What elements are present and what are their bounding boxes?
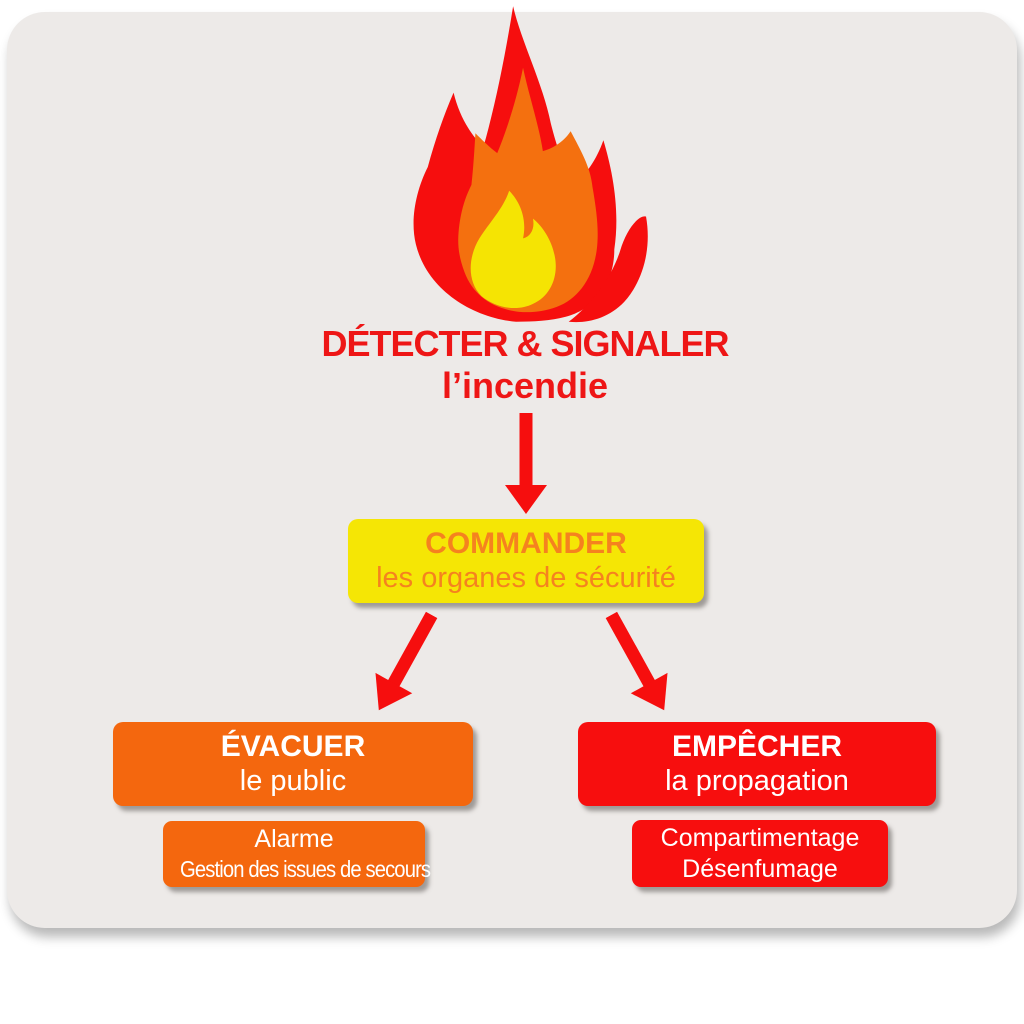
commander-box-title: COMMANDER [425, 527, 627, 561]
arrow-down-left-icon [375, 611, 438, 711]
fire-core-flame [470, 190, 556, 309]
arrow-down-icon [505, 413, 547, 514]
empecher-sub-box: Compartimentage Désenfumage [632, 820, 888, 887]
empecher-box-subtitle: la propagation [665, 765, 849, 798]
empecher-box-title: EMPÊCHER [671, 730, 843, 764]
empecher-box: EMPÊCHER la propagation [578, 722, 936, 806]
commander-box-subtitle: les organes de sécurité [376, 562, 676, 595]
evacuer-sub-line1: Alarme [254, 825, 334, 854]
evacuer-box-title: ÉVACUER [220, 730, 366, 764]
detect-title-line2: l’incendie [441, 365, 609, 406]
detect-title-line1: DÉTECTER & SIGNALER [321, 323, 729, 364]
fire-right-spark [568, 216, 648, 323]
evacuer-sub-box: Alarme Gestion des issues de secours [163, 821, 431, 887]
detect-title: DÉTECTER & SIGNALER l’incendie [212, 326, 838, 404]
evacuer-box-subtitle: le public [239, 765, 347, 798]
commander-box: COMMANDER les organes de sécurité [348, 519, 704, 603]
empecher-sub-line1: Compartimentage [660, 823, 860, 852]
evacuer-box: ÉVACUER le public [113, 722, 473, 806]
arrow-down-right-icon [605, 611, 668, 711]
empecher-sub-line2: Désenfumage [682, 854, 838, 883]
fire-icon [413, 6, 648, 323]
evacuer-sub-line2: Gestion des issues de secours [180, 855, 431, 882]
